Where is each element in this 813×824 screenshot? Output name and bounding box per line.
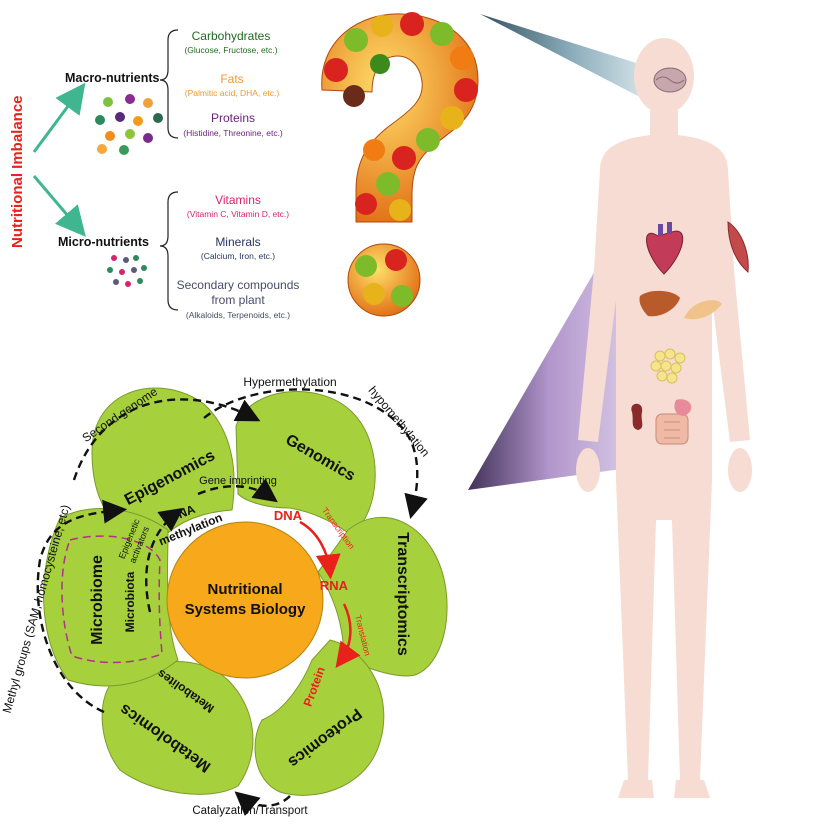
- flower-center: [166, 521, 324, 679]
- methyl-groups-arrow: [36, 499, 128, 714]
- petal-genomics: [235, 391, 376, 535]
- heart-icon: [646, 222, 684, 275]
- micro-nutrients-heading: Micro-nutrients: [58, 235, 149, 249]
- catalyzation-arrow: [234, 791, 291, 817]
- macro-brace: [159, 29, 179, 139]
- gene-imprinting-arrow: [197, 478, 278, 503]
- proteins-detail: (Histidine, Threonine, etc.): [183, 128, 283, 138]
- minerals-label: Minerals: [215, 235, 260, 249]
- muscle-icon: [727, 221, 749, 273]
- stomach-icon: [674, 399, 692, 416]
- zoom-gradient-top: [480, 14, 665, 110]
- human-body-image: [576, 38, 752, 798]
- fats-label: Fats: [220, 72, 243, 86]
- microbiota-label: Microbiota: [123, 571, 137, 632]
- center-title-line1: Nutritional: [208, 581, 283, 598]
- liver-icon: [639, 290, 680, 317]
- carbohydrates-detail: (Glucose, Fructose, etc.): [184, 45, 277, 55]
- gene-imprinting-label: Gene imprinting: [199, 475, 277, 487]
- petal-metabolomics: [101, 661, 254, 795]
- second-genome-arrow: [72, 398, 261, 481]
- rna-label: RNA: [320, 578, 349, 593]
- hypomethylation-label: hypomethylation: [366, 383, 433, 459]
- secondary-compounds-detail: (Alkaloids, Terpenoids, etc.): [186, 310, 290, 320]
- micro-dots-icon: [107, 255, 147, 287]
- flower-petals: [43, 387, 448, 796]
- macro-nutrients-heading: Macro-nutrients: [65, 71, 160, 85]
- transcriptomics-label: Transcriptomics: [394, 532, 411, 656]
- micro-brace: [159, 191, 179, 311]
- microbiota-dashed-outline: [61, 535, 163, 664]
- secondary-compounds-label: Secondary compounds: [177, 278, 300, 292]
- fats-detail: (Palmitic acid, DHA, etc.): [185, 88, 280, 98]
- minerals-detail: (Calcium, Iron, etc.): [201, 251, 275, 261]
- epigenetic-activators-arrow: [145, 507, 184, 613]
- microbiome-label: Microbiome: [89, 555, 106, 645]
- kidney-icon: [631, 403, 643, 430]
- petal-proteomics: [254, 639, 385, 796]
- macro-dots-icon: [95, 94, 163, 155]
- carbohydrates-label: Carbohydrates: [192, 29, 271, 43]
- intestine-icon: [655, 413, 689, 445]
- proteins-label: Proteins: [211, 111, 255, 125]
- brain-icon: [653, 67, 687, 93]
- vitamins-detail: (Vitamin C, Vitamin D, etc.): [187, 209, 289, 219]
- pancreas-icon: [684, 300, 722, 320]
- fruit-question-mark-image: [321, 12, 479, 317]
- petal-microbiome: [43, 508, 179, 687]
- nutritional-imbalance-label: Nutritional Imbalance: [9, 95, 26, 248]
- catalyzation-label: Catalyzation/Transport: [192, 805, 308, 817]
- fat-cells-icon: [650, 348, 686, 384]
- translation-arrow: [335, 603, 361, 669]
- arrow-to-macro: [32, 82, 86, 153]
- dna-label: DNA: [274, 508, 303, 523]
- secondary-compounds-label-2: from plant: [211, 293, 265, 307]
- transcription-arrow: [299, 520, 341, 580]
- center-title-line2: Systems Biology: [185, 601, 307, 618]
- arrow-to-micro: [32, 175, 86, 237]
- hypermethylation-label: Hypermethylation: [243, 375, 336, 389]
- hypermethylation-arrow: [203, 388, 428, 519]
- vitamins-label: Vitamins: [215, 193, 261, 207]
